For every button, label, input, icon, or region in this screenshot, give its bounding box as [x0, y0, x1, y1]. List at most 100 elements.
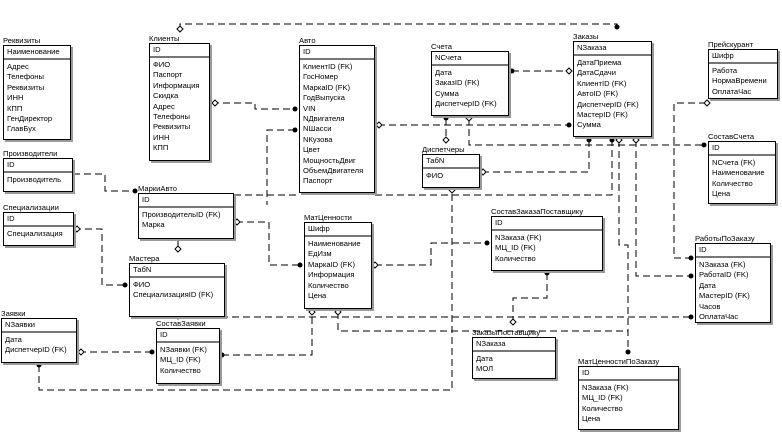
- entity-attribute: ДиспетчерID (FK): [435, 99, 497, 109]
- rel-zakazy-mcpozakazu: [618, 140, 629, 352]
- entity-attribute: NШасси: [303, 124, 332, 134]
- rel-avto-marki: [266, 129, 295, 205]
- entity-attribute: Паспорт: [153, 70, 183, 80]
- entity-attribute: Паспорт: [303, 176, 333, 186]
- entity-specializacii[interactable]: ID Специализация: [3, 212, 74, 246]
- entity-attribute: Цвет: [303, 145, 321, 155]
- entity-attribute: КлиентID (FK): [303, 62, 353, 71]
- entity-attribute: Специализация: [7, 229, 63, 238]
- rel-scheta-sostavscheta: [468, 118, 704, 146]
- entity-key: Шифр: [305, 223, 371, 237]
- entity-attribute: ЕдИзм: [308, 249, 332, 259]
- entity-attribute: Работа: [712, 66, 738, 75]
- entity-title-sostavscheta: СоставСчета: [708, 132, 755, 141]
- entity-attribute: КПП: [153, 143, 169, 153]
- rel-zayavki-dispetchery: [38, 190, 453, 391]
- entity-attribute: Информация: [153, 80, 200, 90]
- entity-attribute: АвтоID (FK): [577, 89, 619, 99]
- entity-attribute: NЗаявки (FK): [160, 345, 207, 354]
- entity-attribute: Цена: [712, 189, 731, 199]
- entity-attribute: NСчета (FK): [712, 158, 756, 167]
- entity-attribute: ФИО: [133, 280, 151, 289]
- entity-attribute: МЦ_ID (FK): [582, 393, 623, 403]
- entity-attribute: Количество: [308, 280, 349, 290]
- entity-attribute: Производитель: [7, 175, 62, 184]
- entity-attribute: NЗаказа (FK): [582, 383, 629, 392]
- entity-title-avto: Авто: [299, 36, 316, 45]
- entity-key: ID: [4, 159, 72, 173]
- entity-attributes: NЗаказа (FK)МЦ_ID (FK)Количество: [492, 231, 602, 266]
- entity-attribute: КПП: [7, 103, 23, 113]
- entity-key: ID: [709, 142, 775, 156]
- entity-attribute: NЗаказа (FK): [699, 260, 746, 269]
- entity-key: ID: [157, 329, 219, 343]
- entity-attribute: ГлавБух: [7, 124, 36, 134]
- entity-attribute: РаботаID (FK): [699, 270, 749, 280]
- entity-dispetchery[interactable]: ТабN ФИО: [422, 154, 480, 188]
- entity-attribute: NКузова: [303, 134, 333, 144]
- entity-attribute: ЗаказID (FK): [435, 78, 480, 88]
- entity-key: ID: [492, 217, 602, 231]
- entity-attribute: Информация: [308, 270, 355, 280]
- entity-key: ID: [696, 244, 770, 258]
- entity-attribute: МЦ_ID (FK): [160, 355, 201, 365]
- entity-title-markiavto: МаркиАвто: [138, 184, 177, 193]
- entity-attribute: Наименование: [712, 168, 765, 178]
- entity-attribute: ОплатаЧас: [712, 86, 752, 96]
- entity-key: ТабN: [423, 155, 479, 169]
- entity-attribute: Количество: [495, 253, 536, 263]
- entity-key: NЗаявки: [2, 319, 76, 333]
- entity-title-klienty: Клиенты: [149, 34, 180, 43]
- entity-attribute: ОбъемДвигателя: [303, 166, 364, 176]
- entity-attribute: ГосНомер: [303, 72, 338, 82]
- entity-attribute: Наименование: [308, 239, 361, 248]
- entity-attribute: ДиспетчерID (FK): [5, 345, 67, 355]
- entity-attribute: Дата: [476, 354, 493, 363]
- entity-title-mastera: Мастера: [129, 254, 160, 263]
- rel-klienty-avto: [212, 102, 295, 110]
- entity-attribute: Дата: [699, 280, 716, 290]
- rel-marki-matcennosti: [236, 221, 300, 266]
- entity-attribute: Адрес: [7, 62, 29, 71]
- rel-dispetchery-zakazy: [482, 140, 590, 173]
- entity-key: ID: [579, 367, 678, 381]
- entity-title-matcennosti: МатЦенности: [304, 213, 352, 222]
- entity-attribute: ФИО: [153, 60, 171, 69]
- entity-attribute: ФИО: [426, 171, 444, 180]
- entity-attribute: ДиспетчерID (FK): [577, 99, 639, 109]
- entity-title-zakazypostavshiku: ЗаказыПоставщику: [472, 328, 541, 337]
- entity-attribute: ИНН: [7, 93, 24, 103]
- entity-attribute: NДвигателя: [303, 114, 345, 124]
- entity-key: ID: [4, 213, 73, 227]
- entity-attribute: НормаВремени: [712, 76, 767, 86]
- entity-attribute: КлиентID (FK): [577, 78, 627, 88]
- entity-title-matcennostipozakazu: МатЦенностиПоЗаказу: [578, 357, 660, 366]
- entity-attributes: ПроизводительID (FK)Марка: [139, 208, 233, 233]
- rel-mastera-raboty: [177, 316, 691, 318]
- entity-attribute: NЗаказа (FK): [495, 233, 542, 242]
- entity-proizvoditeli[interactable]: ID Производитель: [3, 158, 73, 192]
- entity-title-preiskurant: Прейскурант: [708, 40, 754, 49]
